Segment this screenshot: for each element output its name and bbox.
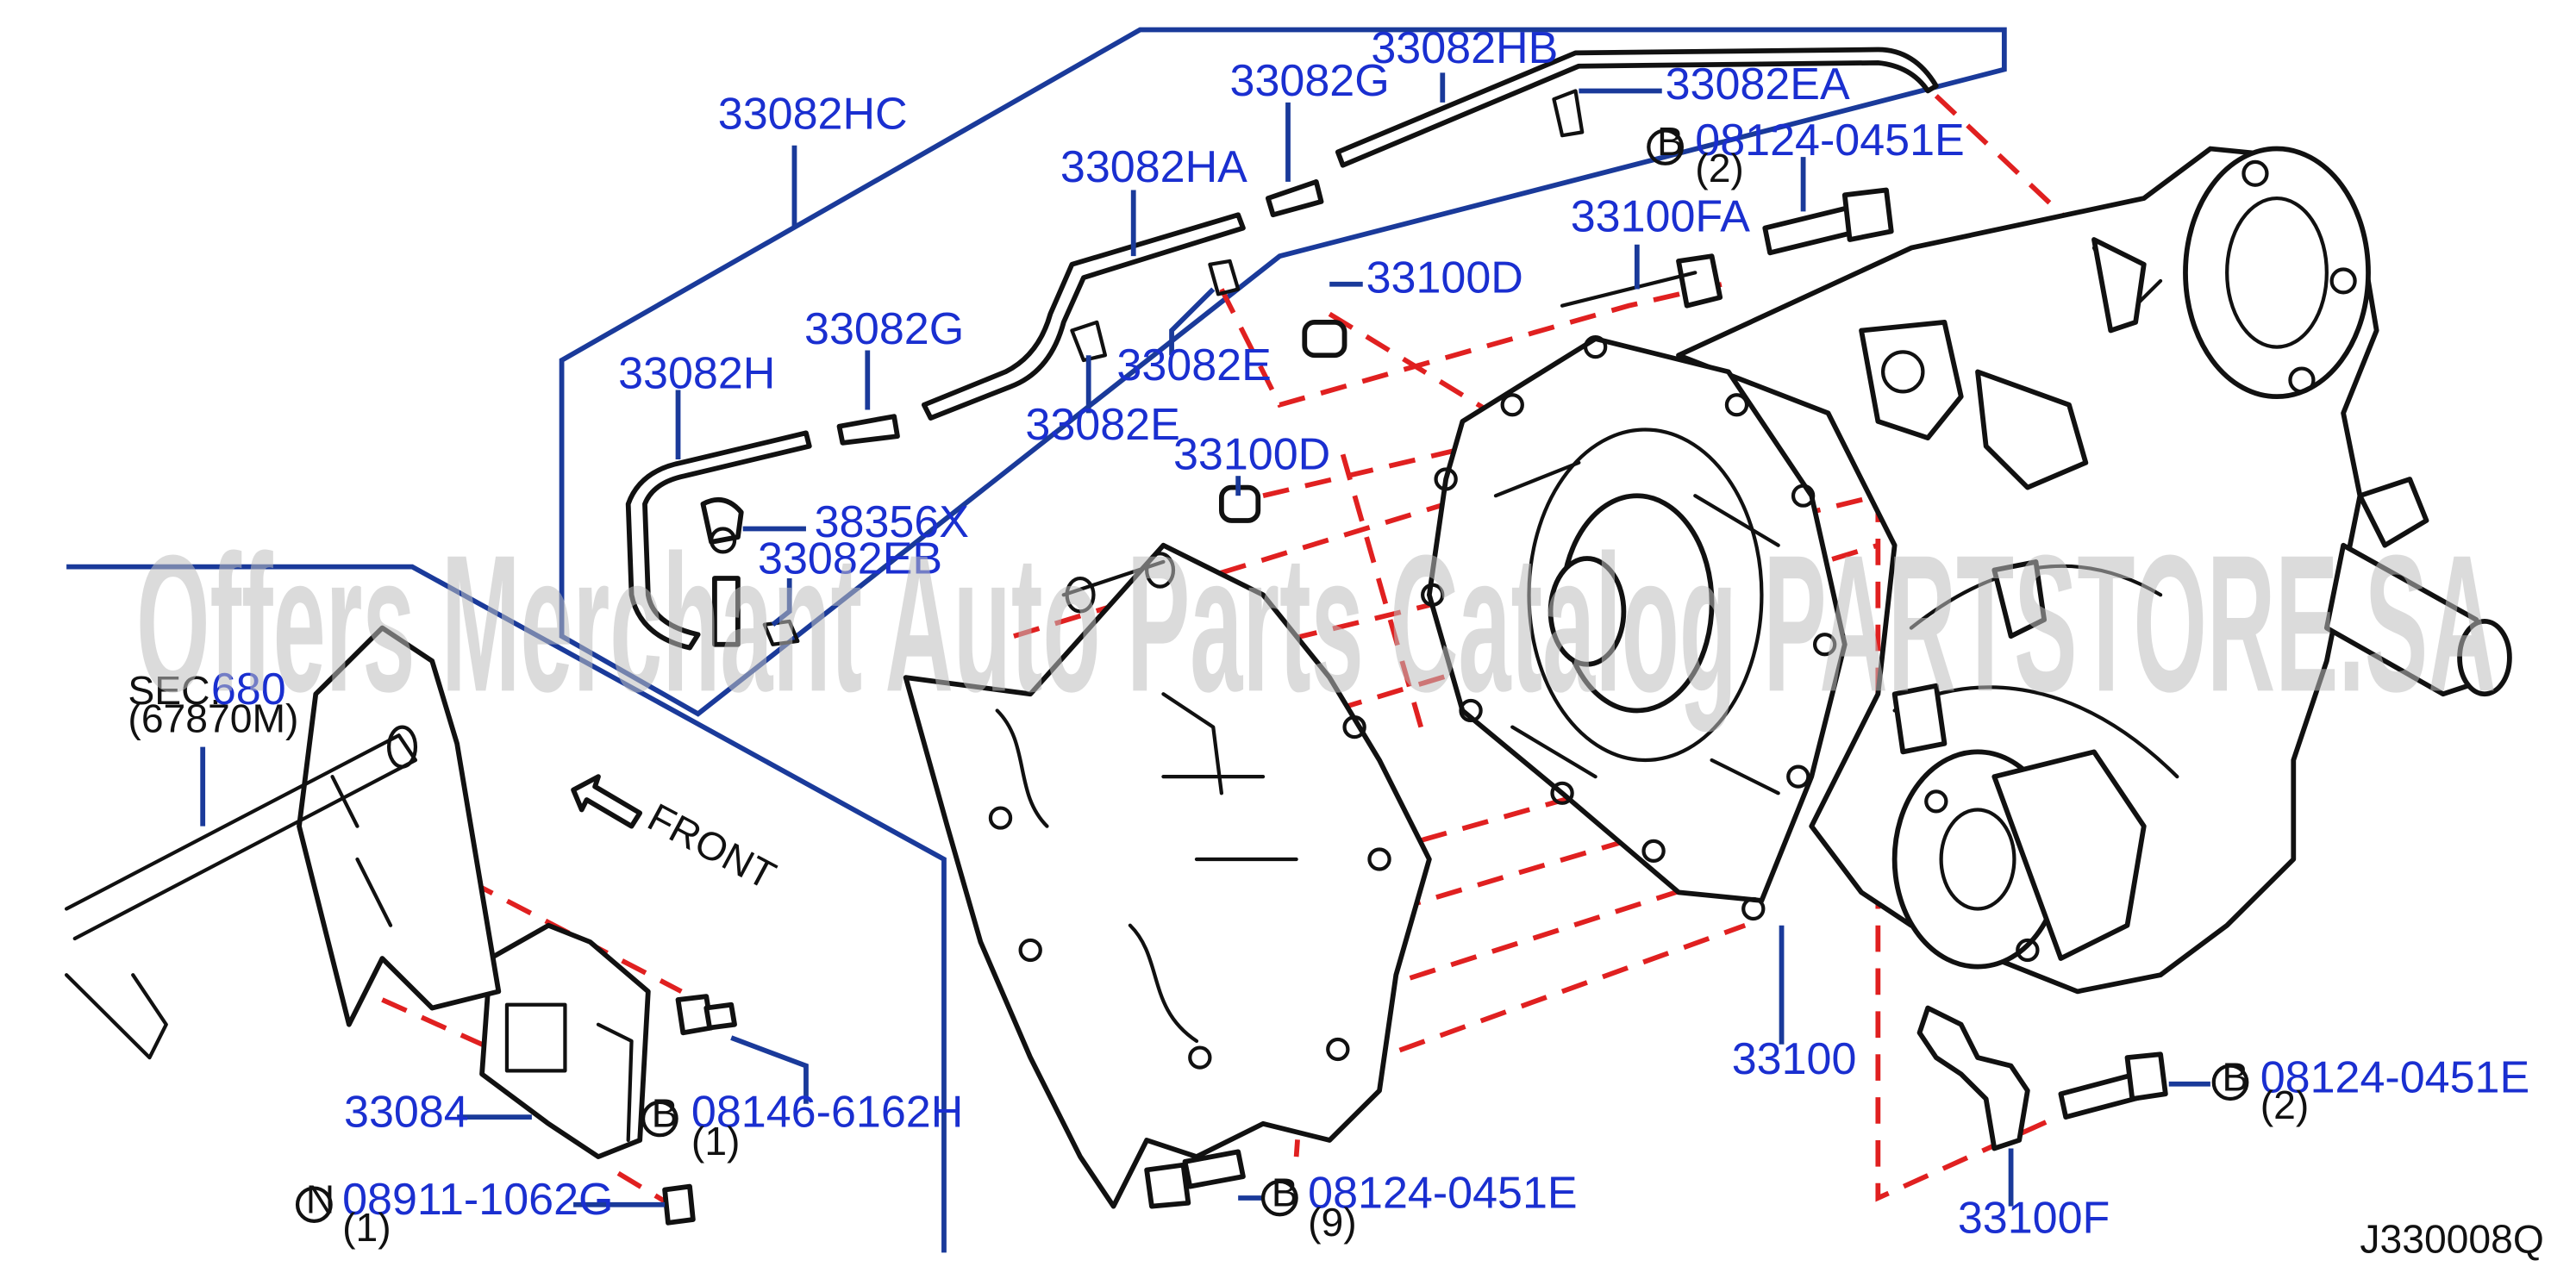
fastener-qty-5: (2) bbox=[2260, 1082, 2310, 1127]
label-33082hc: 33082HC bbox=[718, 89, 908, 139]
leader-lines bbox=[200, 72, 2210, 1207]
label-33082ea: 33082EA bbox=[1666, 59, 1850, 109]
fastener-qty-2: (1) bbox=[691, 1119, 741, 1164]
label-33082g-top: 33082G bbox=[1230, 55, 1390, 105]
fastener-qty-1: (2) bbox=[1695, 146, 1744, 190]
hose-group-frame bbox=[559, 27, 2007, 717]
label-33100d-top: 33100D bbox=[1366, 252, 1523, 302]
fastener-symbol-5: B bbox=[2222, 1055, 2248, 1100]
label-33100d-mid: 33100D bbox=[1173, 429, 1330, 479]
fastener-part-1: 08124-0451E bbox=[1695, 115, 1964, 165]
label-33082eb: 33082EB bbox=[758, 533, 942, 583]
label-33082ha: 33082HA bbox=[1060, 141, 1247, 191]
label-33082e-a: 33082E bbox=[1116, 340, 1271, 390]
fastener-part-2: 08146-6162H bbox=[691, 1087, 963, 1137]
fastener-part-3: 08911-1062G bbox=[342, 1174, 613, 1224]
fastener-symbol-2: B bbox=[652, 1091, 678, 1136]
label-33082g-mid: 33082G bbox=[804, 303, 964, 353]
label-33100fa: 33100FA bbox=[1571, 191, 1751, 241]
label-33082e-b: 33082E bbox=[1025, 399, 1179, 449]
fastener-part-4: 08124-0451E bbox=[1308, 1168, 1577, 1218]
sec-part: (67870M) bbox=[128, 696, 298, 740]
watermark: Offers Merchant Auto Parts Catalog PARTS… bbox=[136, 515, 2496, 733]
transfer-case-assembly bbox=[1676, 146, 2512, 995]
label-38356x: 38356X bbox=[815, 496, 969, 546]
adapter-plate bbox=[1421, 335, 1848, 921]
label-33082hb: 33082HB bbox=[1371, 22, 1558, 72]
label-33100f: 33100F bbox=[1958, 1192, 2110, 1242]
sec-label: SEC. bbox=[128, 668, 221, 713]
diagram-code: J330008Q bbox=[2360, 1216, 2543, 1261]
breather-hoses bbox=[625, 47, 2168, 1226]
label-33084: 33084 bbox=[344, 1087, 469, 1137]
front-label: FRONT bbox=[641, 795, 783, 898]
label-33082h: 33082H bbox=[618, 348, 775, 398]
fastener-symbol-1: B bbox=[1657, 119, 1684, 164]
front-arrow bbox=[571, 774, 643, 829]
fastener-symbol-3: N bbox=[306, 1176, 335, 1221]
fastener-symbol-4: B bbox=[1272, 1170, 1298, 1215]
module-section-frame bbox=[66, 564, 947, 1253]
control-module bbox=[64, 625, 651, 1159]
fastener-part-5: 08124-0451E bbox=[2260, 1051, 2529, 1101]
sec-number: 680 bbox=[211, 664, 286, 714]
label-33100: 33100 bbox=[1732, 1033, 1857, 1083]
fastener-symbols bbox=[295, 128, 2249, 1224]
transmission-case bbox=[903, 542, 1432, 1209]
fastener-qty-3: (1) bbox=[342, 1205, 391, 1250]
fastener-qty-4: (9) bbox=[1308, 1200, 1357, 1245]
